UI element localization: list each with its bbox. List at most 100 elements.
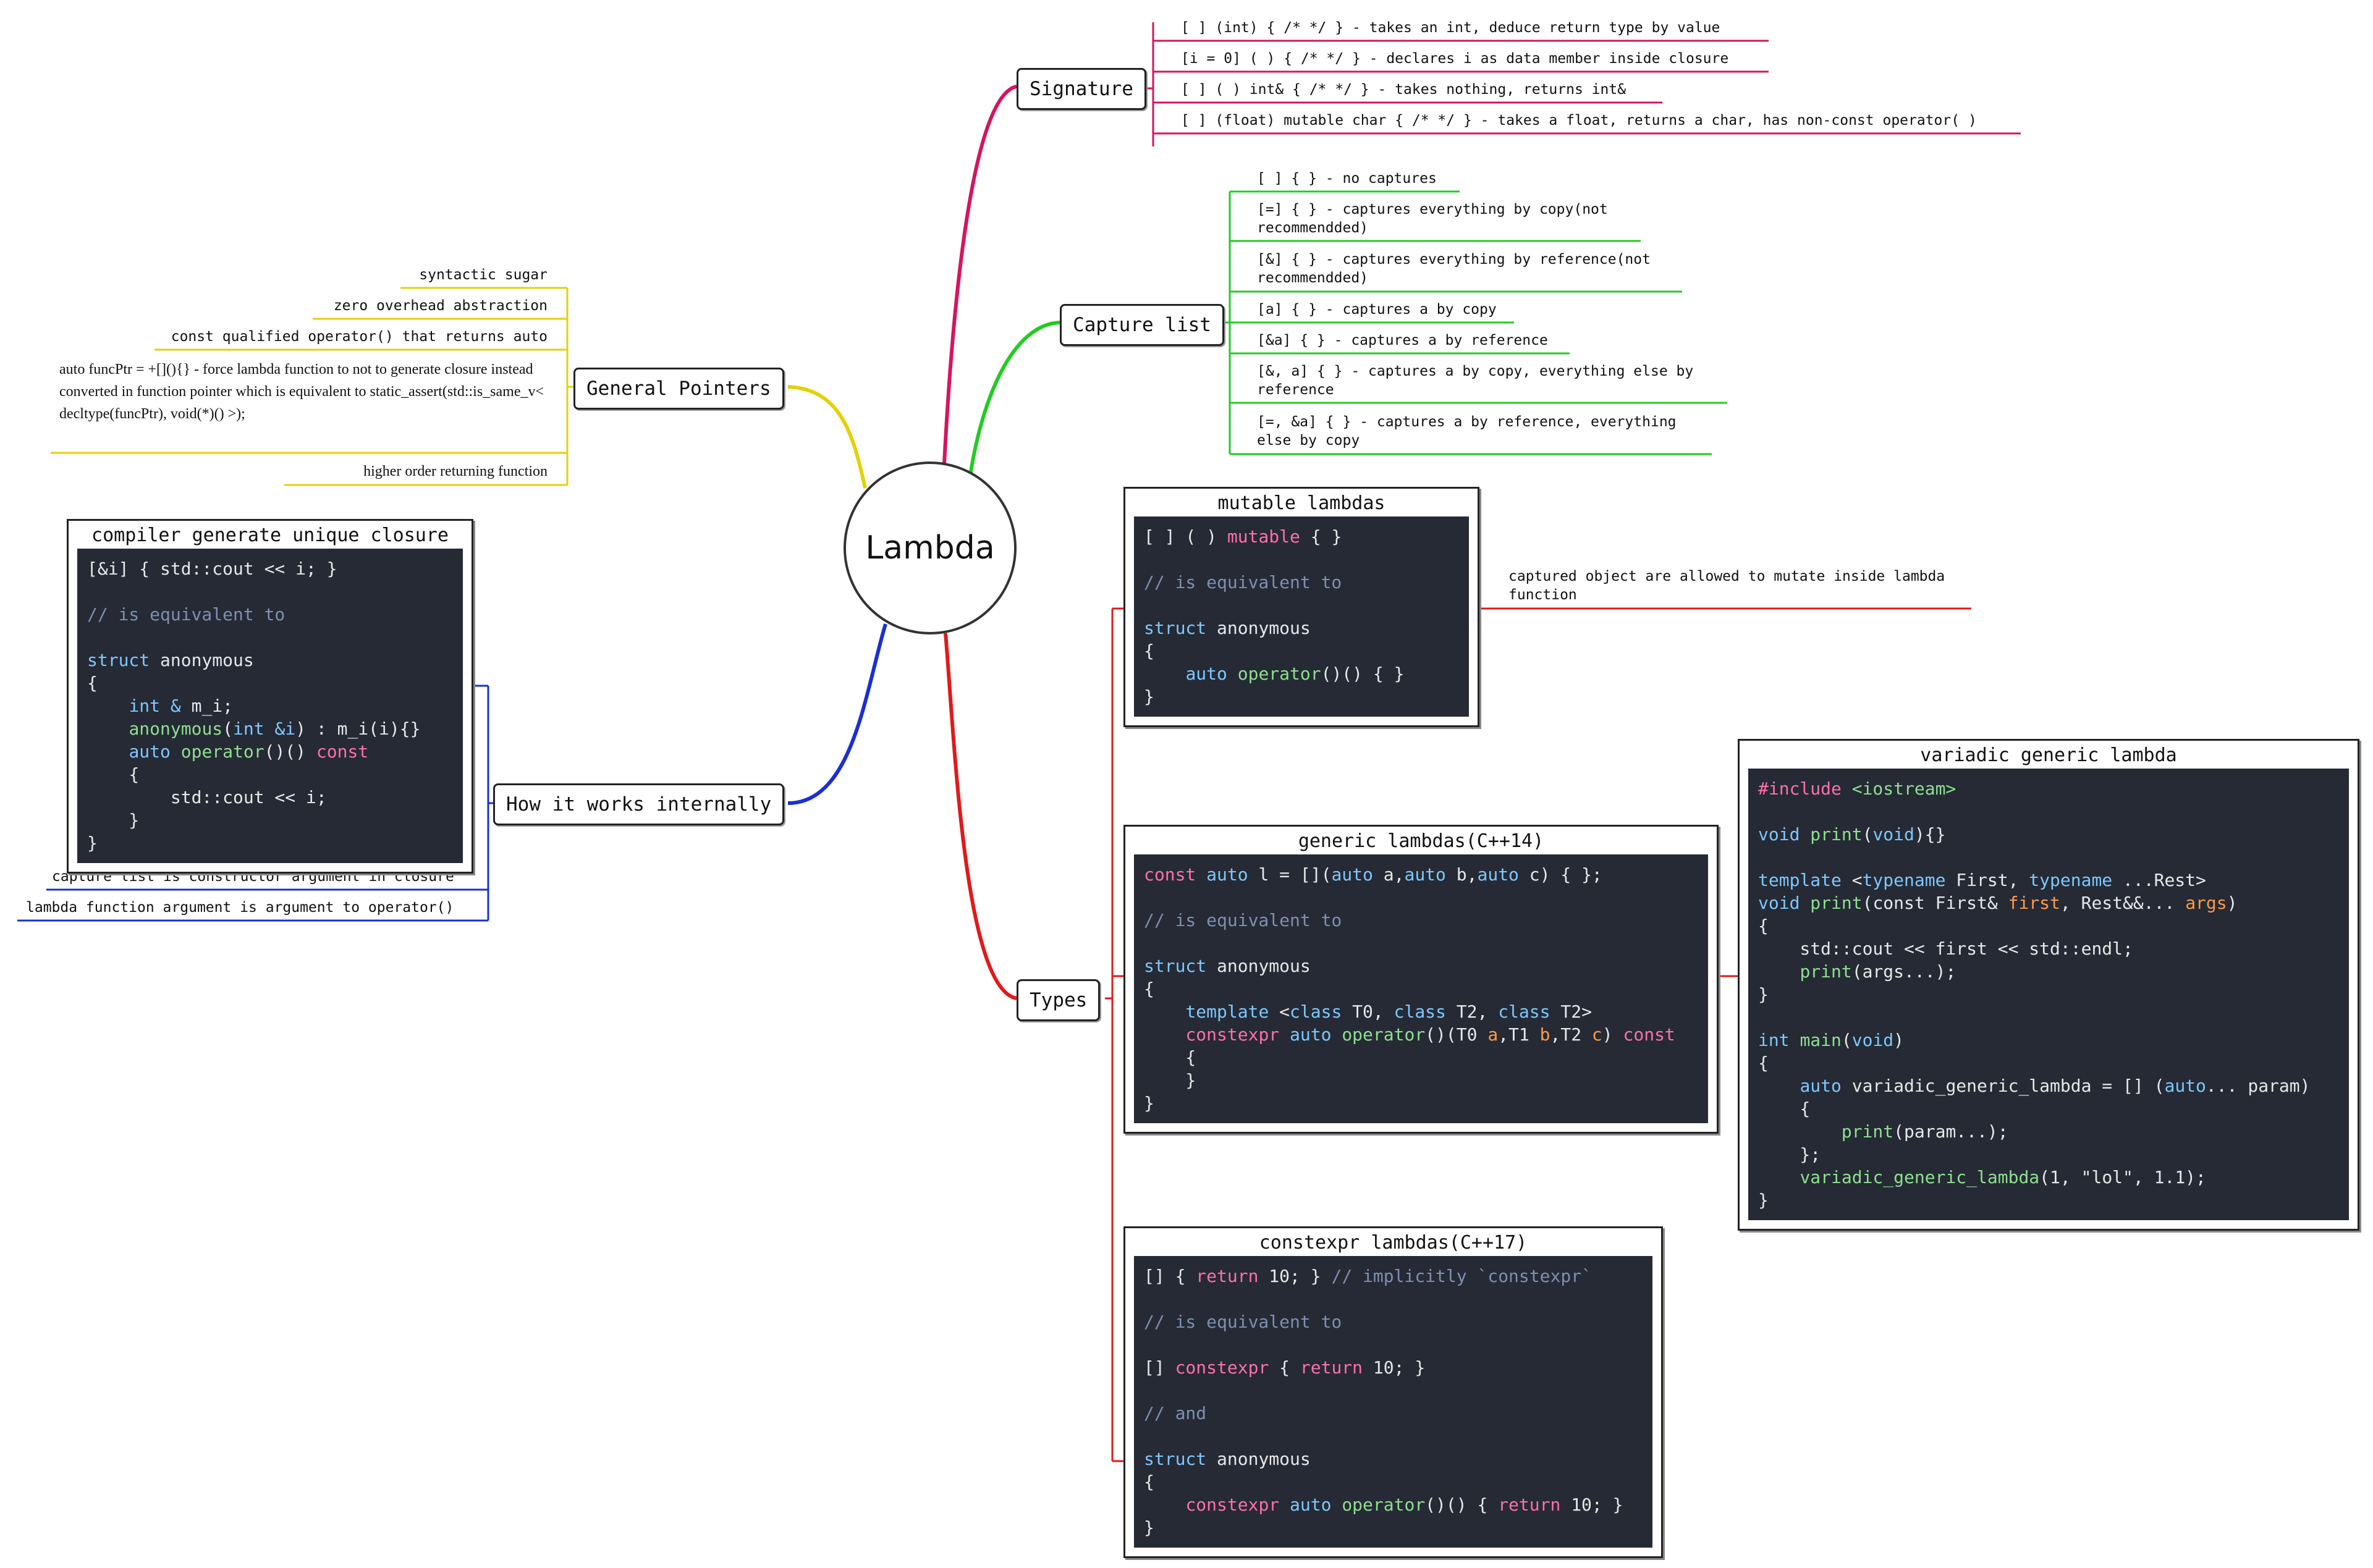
- code-token: [1758, 1167, 1800, 1187]
- code-line: [1144, 1288, 1643, 1310]
- branch-capture-list[interactable]: Capture list: [1060, 304, 1224, 346]
- code-line: [87, 580, 453, 603]
- code-line: int main(void): [1758, 1029, 2339, 1052]
- code-token: return: [1196, 1266, 1259, 1286]
- code-token: class: [1498, 1001, 1550, 1022]
- branch-signature-label: Signature: [1030, 78, 1133, 100]
- code-line: // is equivalent to: [87, 603, 453, 626]
- code-token: void: [1758, 893, 1800, 913]
- general-note-funcptr: auto funcPtr = +[](){} - force lambda fu…: [59, 361, 544, 422]
- code-token: a: [1487, 1024, 1499, 1045]
- capture-note: [ ] { } - no captures: [1257, 171, 1437, 187]
- code-line: const auto l = [](auto a,auto b,auto c) …: [1144, 863, 1698, 886]
- code-line: // is equivalent to: [1144, 909, 1698, 932]
- code-line: template <typename First, typename ...Re…: [1758, 869, 2339, 891]
- code-token: auto: [1800, 1076, 1842, 1096]
- code-token: [1144, 664, 1185, 684]
- code-token: const: [1623, 1024, 1675, 1045]
- code-token: ()(): [264, 741, 316, 762]
- branch-general-pointers-label: General Pointers: [586, 377, 771, 400]
- code-token: {: [87, 673, 98, 693]
- code-token: [] {: [1144, 1266, 1196, 1286]
- code-line: }: [1758, 1189, 2339, 1212]
- code-token: [87, 741, 129, 762]
- code-token: (: [1862, 824, 1873, 845]
- code-token: ): [2227, 893, 2238, 913]
- code-line: [1758, 846, 2339, 869]
- code-token: c: [1591, 1024, 1602, 1045]
- code-line: [1144, 548, 1459, 571]
- code-token: struct: [87, 650, 150, 670]
- code-token: ) : m_i(i){}: [295, 719, 421, 739]
- code-line: [87, 626, 453, 649]
- code-token: (param...);: [1893, 1121, 2008, 1142]
- general-note: higher order returning function: [363, 463, 548, 479]
- code-token: T0,: [1342, 1001, 1394, 1022]
- code-token: // is equivalent to: [1144, 910, 1342, 930]
- branch-types[interactable]: Types: [1017, 979, 1101, 1021]
- code-token: [1758, 1076, 1800, 1096]
- signature-note: [ ] (float) mutable char { /* */ } - tak…: [1181, 112, 1977, 129]
- code-token: {: [1269, 1357, 1300, 1378]
- code-token: // and: [1144, 1403, 1207, 1423]
- code-token: [1758, 961, 1800, 982]
- code-token: // is equivalent to: [87, 604, 286, 625]
- code-line: print(param...);: [1758, 1120, 2339, 1143]
- branch-general-pointers[interactable]: General Pointers: [573, 368, 784, 410]
- code-line: // is equivalent to: [1144, 1310, 1643, 1333]
- code-token: variadic_generic_lambda: [1800, 1167, 2040, 1187]
- code-token: void: [1872, 824, 1914, 845]
- code-token: First,: [1945, 870, 2029, 890]
- code-token: ... param): [2206, 1076, 2311, 1096]
- code-line: [1144, 1379, 1643, 1402]
- code-token: {: [1144, 1472, 1154, 1492]
- code-token: [&i] { std::cout << i; }: [87, 558, 337, 579]
- code-token: int &: [129, 696, 192, 716]
- code-line: }: [1758, 983, 2339, 1006]
- code-line: auto variadic_generic_lambda = [] (auto.…: [1758, 1074, 2339, 1097]
- code-token: const: [1144, 864, 1196, 885]
- code-token: {: [1144, 979, 1154, 999]
- code-line: }: [1144, 685, 1459, 708]
- general-note: const qualified operator() that returns …: [171, 329, 548, 345]
- code-token: auto: [1206, 864, 1248, 885]
- code-line: [1144, 594, 1459, 617]
- code-token: 10; }: [1560, 1494, 1623, 1515]
- code-token: anonymous: [1206, 618, 1311, 638]
- code-token: std::cout << first << std::endl;: [1758, 938, 2133, 959]
- code-token: void: [1851, 1030, 1894, 1050]
- code-line: }: [1144, 1516, 1643, 1539]
- code-token: <: [1269, 1001, 1290, 1022]
- central-topic[interactable]: Lambda: [844, 462, 1017, 634]
- code-token: print: [1841, 1121, 1894, 1142]
- branch-how-it-works-internally[interactable]: How it works internally: [493, 783, 785, 825]
- code-token: a,: [1373, 864, 1405, 885]
- code-token: std::cout << i;: [87, 787, 327, 807]
- code-token: [87, 719, 129, 739]
- code-token: return: [1300, 1357, 1363, 1378]
- branch-signature[interactable]: Signature: [1017, 68, 1146, 110]
- code-token: anonymous: [150, 650, 254, 670]
- code-token: {: [1144, 1047, 1196, 1068]
- code-line: // is equivalent to: [1144, 571, 1459, 594]
- code-line: }: [1144, 1069, 1698, 1092]
- code-token: ): [1893, 1030, 1905, 1050]
- code-line: [1144, 1333, 1643, 1356]
- code-token: {: [1144, 641, 1154, 661]
- branch-capture-list-label: Capture list: [1073, 314, 1211, 336]
- code-line: std::cout << i;: [87, 786, 453, 809]
- code-token: c) { };: [1518, 864, 1602, 885]
- code-token: auto: [2164, 1076, 2206, 1096]
- code-token: [1144, 1494, 1185, 1515]
- code-line: std::cout << first << std::endl;: [1758, 937, 2339, 960]
- code-token: T2,: [1445, 1001, 1499, 1022]
- code-token: auto: [1477, 864, 1519, 885]
- capture-note: [a] { } - captures a by copy: [1257, 301, 1497, 318]
- code-token: print: [1800, 961, 1852, 982]
- code-token: // is equivalent to: [1144, 572, 1342, 592]
- code-line: {: [1144, 1046, 1698, 1069]
- code-line: [] constexpr { return 10; }: [1144, 1356, 1643, 1379]
- code-line: {: [1144, 977, 1698, 1000]
- code-token: [1196, 864, 1206, 885]
